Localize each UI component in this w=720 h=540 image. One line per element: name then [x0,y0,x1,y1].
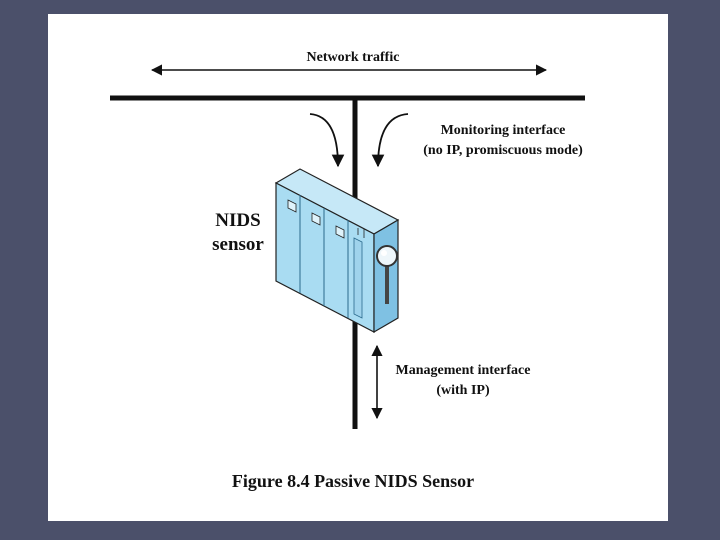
network-traffic-label: Network traffic [306,50,400,65]
nids-sensor-line1: NIDS [215,210,261,231]
figure-caption: Figure 8.4 Passive NIDS Sensor [231,471,475,491]
incoming-traffic-arrow [309,113,345,168]
nids-sensor-line2: sensor [212,234,264,255]
slide: Network traffic Monitoring interface (no… [48,14,668,521]
nids-sensor-label: NIDS sensor [198,209,278,257]
management-interface-label: Management interface (with IP) [378,361,548,401]
outgoing-traffic-arrow [371,113,409,168]
monitoring-interface-label: Monitoring interface (no IP, promiscuous… [388,121,618,161]
monitoring-interface-line2: (no IP, promiscuous mode) [423,143,583,158]
management-interface-line2: (with IP) [436,383,490,398]
nids-diagram [110,64,585,429]
management-interface-line1: Management interface [395,363,531,378]
nids-sensor-cabinet [274,168,400,334]
monitoring-interface-line1: Monitoring interface [440,123,566,138]
magnifier-icon [376,245,398,304]
